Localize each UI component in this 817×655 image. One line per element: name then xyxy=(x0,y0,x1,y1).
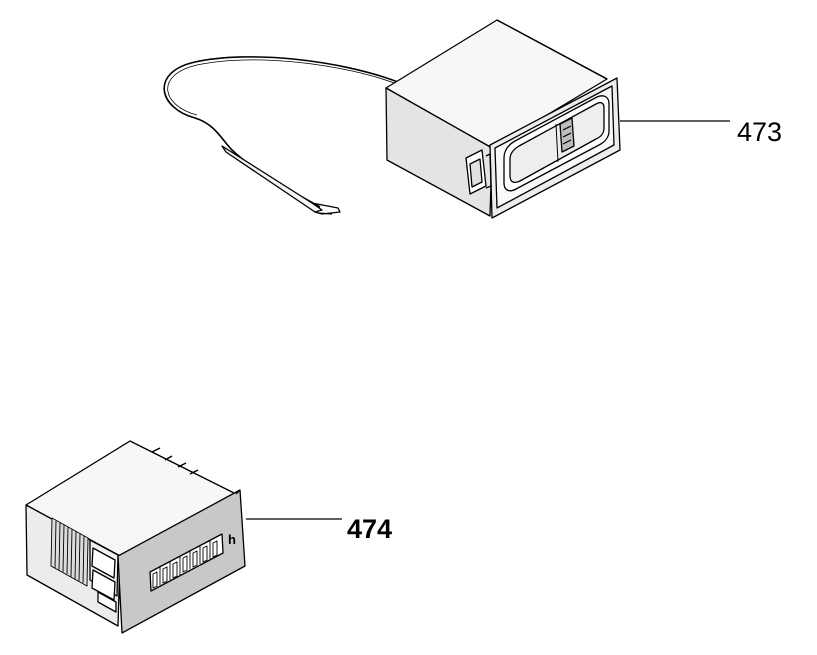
vent-grille xyxy=(50,517,89,587)
counter-display xyxy=(149,533,224,592)
capillary-tube-inner xyxy=(167,59,401,116)
side-connectors xyxy=(89,539,119,613)
housing-side-face xyxy=(385,87,493,217)
part-474-hour-counter xyxy=(25,440,246,634)
thermostat-housing xyxy=(385,19,608,217)
part-label-473: 473 xyxy=(737,117,782,147)
part-label-474: 474 xyxy=(347,514,392,544)
part-473-thermostat xyxy=(163,19,621,219)
thermostat-bezel xyxy=(489,77,621,219)
mounting-clip xyxy=(465,149,492,195)
counter-unit-label: h xyxy=(228,532,236,547)
dial-marker xyxy=(555,123,559,163)
sensor-probe xyxy=(221,145,341,215)
